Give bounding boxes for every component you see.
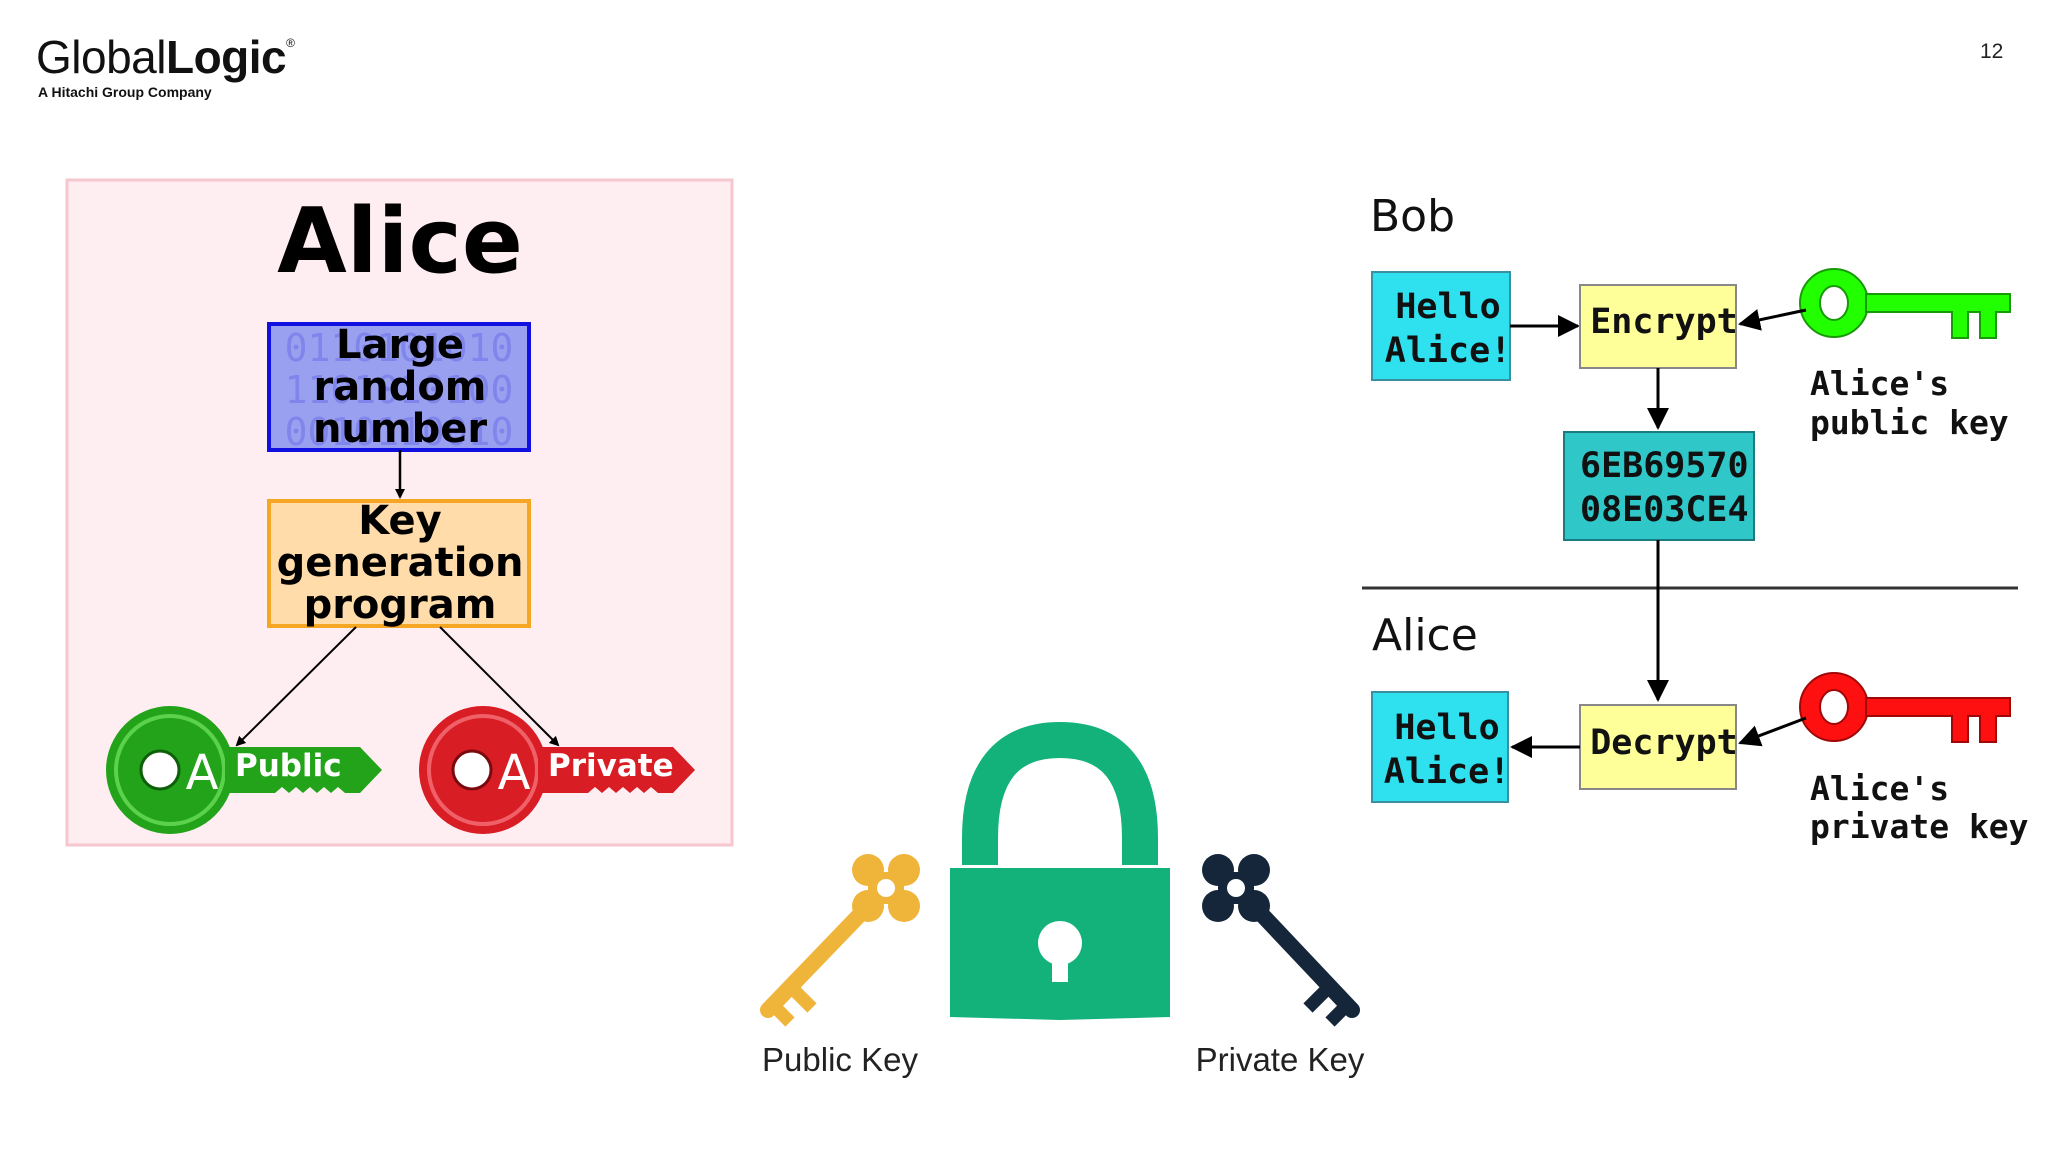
plaintext-box-top bbox=[1371, 271, 1511, 381]
brand-bold: Logic bbox=[165, 31, 287, 83]
public-key-icon: A Public bbox=[106, 706, 382, 834]
program-label-line-1: Key bbox=[358, 498, 442, 544]
private-key-red-icon bbox=[1799, 672, 2011, 743]
plaintext-top-line-2: Alice! bbox=[1385, 331, 1511, 371]
navy-key-icon bbox=[1202, 854, 1360, 1027]
encrypt-box bbox=[1579, 284, 1737, 369]
brand-logo: GlobalLogic® bbox=[36, 30, 295, 84]
random-label-line-1: Large bbox=[336, 322, 464, 368]
public-key-caption: Public Key bbox=[762, 1041, 918, 1078]
random-label-line-2: random bbox=[314, 364, 487, 410]
ciphertext-line-2: 08E03CE4 bbox=[1580, 490, 1749, 530]
public-key-green-icon bbox=[1799, 268, 2011, 339]
sender-label: Bob bbox=[1370, 191, 1455, 242]
encrypt-label: Encrypt bbox=[1590, 302, 1738, 342]
padlock-illustration: Public Key Private Key bbox=[760, 721, 1365, 1078]
encryption-flow: Bob Hello Alice! Encrypt Alice's public … bbox=[1362, 191, 2029, 846]
public-key-text: Public bbox=[235, 748, 342, 784]
binary-row-3: 0010110010 bbox=[285, 410, 514, 454]
public-key-letter: A bbox=[186, 745, 219, 801]
keygen-owner-title: Alice bbox=[277, 189, 523, 294]
keyhole-icon bbox=[1038, 921, 1082, 965]
plaintext-box-bottom bbox=[1371, 691, 1509, 803]
binary-row-2: 1101010100 bbox=[285, 368, 514, 412]
decrypt-label: Decrypt bbox=[1590, 723, 1738, 763]
program-label-line-2: generation bbox=[277, 540, 524, 586]
arrow-privkey-to-decrypt bbox=[1738, 716, 1807, 747]
private-key-label-line-2: private key bbox=[1810, 807, 2029, 846]
ciphertext-line-1: 6EB69570 bbox=[1580, 446, 1749, 486]
private-key-icon: A Private bbox=[419, 706, 695, 834]
private-key-label-line-1: Alice's bbox=[1810, 769, 1949, 808]
keygen-panel: Alice 0110101010 1101010100 0010110010 L… bbox=[65, 178, 734, 847]
padlock-shackle bbox=[962, 721, 1158, 865]
plaintext-top-line-1: Hello bbox=[1395, 287, 1500, 327]
public-key-label-line-2: public key bbox=[1810, 403, 2009, 442]
private-key-text: Private bbox=[548, 748, 674, 784]
brand-light: Global bbox=[36, 31, 166, 83]
binary-row-1: 0110101010 bbox=[285, 326, 514, 370]
plaintext-bottom-line-2: Alice! bbox=[1384, 752, 1510, 792]
ciphertext-box bbox=[1563, 431, 1755, 541]
random-label-line-3: number bbox=[313, 406, 487, 452]
arrow-program-to-public bbox=[235, 626, 357, 747]
receiver-label: Alice bbox=[1372, 610, 1478, 661]
page-number: 12 bbox=[1980, 40, 2004, 63]
private-key-letter: A bbox=[498, 745, 531, 801]
arrow-program-to-private bbox=[439, 626, 560, 747]
brand-registered-mark: ® bbox=[286, 36, 295, 50]
key-generation-box bbox=[267, 499, 531, 628]
plaintext-bottom-line-1: Hello bbox=[1394, 708, 1499, 748]
program-label-line-3: program bbox=[304, 582, 497, 628]
yellow-key-icon bbox=[760, 854, 920, 1027]
public-key-label-line-1: Alice's bbox=[1810, 364, 1949, 403]
private-key-caption: Private Key bbox=[1196, 1041, 1365, 1078]
brand-tagline: A Hitachi Group Company bbox=[38, 84, 212, 100]
arrow-pubkey-to-encrypt bbox=[1738, 308, 1807, 331]
